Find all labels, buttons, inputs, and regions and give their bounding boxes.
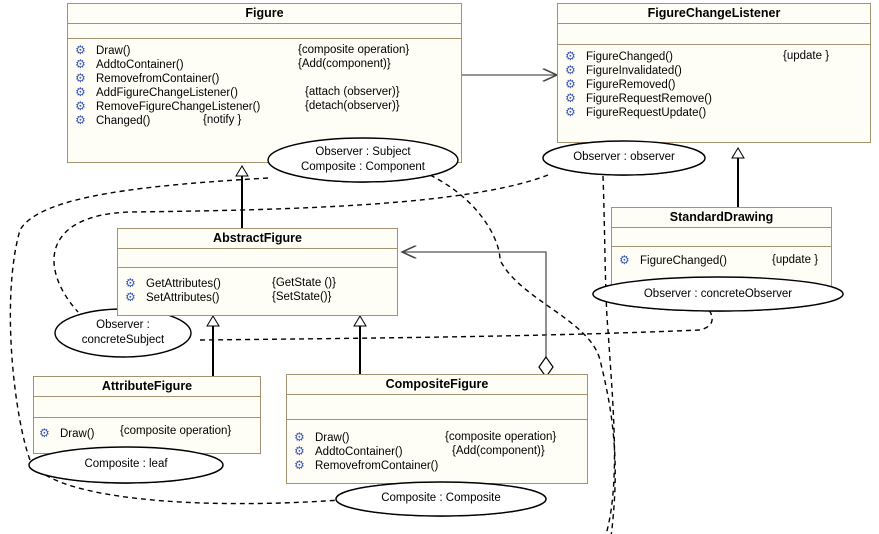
role-label-concrete-observer: Observer : concreteObserver: [593, 287, 843, 302]
gear-icon: ⚙: [125, 290, 136, 304]
role-line: Composite : Composite: [381, 492, 501, 504]
operation-tag: {SetState()}: [272, 291, 332, 303]
role-line: Composite : leaf: [84, 458, 168, 470]
gear-icon: ⚙: [565, 105, 576, 119]
operation: ⚙AddtoContainer(): [294, 444, 403, 458]
attributes-compartment: [558, 24, 870, 45]
class-figure-change-listener: FigureChangeListener ⚙FigureChanged() {u…: [557, 3, 871, 143]
operation-tag: {Add(component)}: [298, 58, 391, 70]
operation: ⚙FigureChanged(): [619, 253, 727, 267]
ellipse-composite-composite-top: [335, 481, 547, 517]
aggregation-line: [402, 252, 547, 357]
role-line: Composite : Component: [300, 161, 425, 173]
inheritance-triangle: [353, 315, 367, 327]
operation-tag: {attach (observer)}: [305, 86, 400, 98]
role-label-composite-leaf: Composite : leaf: [29, 457, 223, 472]
class-name: FigureChangeListener: [558, 4, 870, 24]
role-label-composite-composite: Composite : Composite: [336, 491, 546, 506]
operation: ⚙FigureRequestUpdate(): [565, 105, 707, 119]
class-attribute-figure: AttributeFigure ⚙Draw() {composite opera…: [33, 376, 261, 454]
operation-tag: {GetState ()}: [272, 277, 336, 289]
operation-tag: {composite operation}: [445, 431, 557, 443]
attributes-compartment: [34, 397, 260, 418]
operation-tag: {update }: [783, 50, 830, 62]
attributes-compartment: [612, 228, 831, 247]
role-label-observer-observer: Observer : observer: [543, 150, 705, 165]
ellipse-composite-leaf-top: [28, 446, 224, 484]
gear-icon: ⚙: [75, 99, 86, 113]
inheritance-triangle: [235, 165, 249, 177]
gear-icon: ⚙: [294, 458, 305, 472]
operation: ⚙GetAttributes(): [125, 276, 221, 290]
role-label-observer-subject: Observer : Subject Composite : Component: [268, 145, 458, 175]
gear-icon: ⚙: [619, 253, 630, 267]
gear-icon: ⚙: [75, 71, 86, 85]
inheritance-triangle: [206, 315, 220, 327]
operation: ⚙FigureRemoved(): [565, 77, 676, 91]
role-line: concreteSubject: [81, 334, 165, 346]
gear-icon: ⚙: [565, 91, 576, 105]
operation: ⚙Draw(): [39, 426, 95, 440]
operation: ⚙RemoveFigureChangeListener(): [75, 99, 261, 113]
role-line: Observer :: [96, 319, 150, 331]
operation-tag: {detach(observer)}: [305, 100, 400, 112]
attributes-compartment: [118, 249, 397, 268]
operation-tag: {notify }: [203, 114, 242, 126]
operation: ⚙FigureRequestRemove(): [565, 91, 712, 105]
role-line: Observer : concreteObserver: [643, 288, 793, 300]
operation: ⚙SetAttributes(): [125, 290, 220, 304]
class-composite-figure: CompositeFigure ⚙Draw() {composite opera…: [286, 374, 588, 484]
attributes-compartment: [287, 395, 587, 420]
class-name: StandardDrawing: [612, 208, 831, 228]
gear-icon: ⚙: [75, 57, 86, 71]
gear-icon: ⚙: [39, 426, 50, 440]
operation: ⚙Draw(): [75, 43, 131, 57]
gear-icon: ⚙: [294, 430, 305, 444]
role-line: Observer : Subject: [315, 146, 411, 158]
observer-dashed-boundary-right: [199, 299, 713, 341]
operation: ⚙RemovefromContainer(): [75, 71, 220, 85]
operation-tag: {update }: [772, 254, 819, 266]
class-name: Figure: [68, 4, 461, 24]
ellipse-observer-observer-top: [542, 140, 706, 176]
class-figure: Figure ⚙Draw() {composite operation} ⚙Ad…: [67, 3, 462, 163]
class-name: AbstractFigure: [118, 229, 397, 249]
class-name: CompositeFigure: [287, 375, 587, 395]
operation: ⚙FigureChanged(): [565, 49, 673, 63]
attributes-compartment: [68, 24, 461, 39]
operation-tag: {Add(component)}: [452, 445, 545, 457]
operation-tag: {composite operation}: [298, 44, 410, 56]
gear-icon: ⚙: [565, 49, 576, 63]
observer-dashed-boundary: [53, 174, 549, 313]
composite-dashed-boundary-right2: [602, 175, 616, 534]
role-line: Observer : observer: [573, 151, 675, 163]
gear-icon: ⚙: [294, 444, 305, 458]
gear-icon: ⚙: [125, 276, 136, 290]
inheritance-triangle: [731, 147, 745, 159]
ellipse-concrete-observer-top: [592, 276, 844, 312]
gear-icon: ⚙: [75, 113, 86, 127]
class-name: AttributeFigure: [34, 377, 260, 397]
ellipse-observer-subject-top: [267, 137, 459, 183]
role-label-concrete-subject: Observer : concreteSubject: [55, 318, 191, 348]
operation: ⚙FigureInvalidated(): [565, 63, 682, 77]
operation: ⚙AddtoContainer(): [75, 57, 184, 71]
operation: ⚙AddFigureChangeListener(): [75, 85, 238, 99]
operation-tag: {composite operation}: [120, 425, 232, 437]
class-standard-drawing: StandardDrawing ⚙FigureChanged() {update…: [611, 207, 832, 287]
operation: ⚙RemovefromContainer(): [294, 458, 439, 472]
gear-icon: ⚙: [565, 63, 576, 77]
composite-dashed-boundary: [9, 177, 341, 505]
gear-icon: ⚙: [75, 85, 86, 99]
operation: ⚙Changed(): [75, 113, 151, 127]
gear-icon: ⚙: [565, 77, 576, 91]
operation: ⚙Draw(): [294, 430, 350, 444]
class-abstract-figure: AbstractFigure ⚙GetAttributes() {GetStat…: [117, 228, 398, 316]
gear-icon: ⚙: [75, 43, 86, 57]
